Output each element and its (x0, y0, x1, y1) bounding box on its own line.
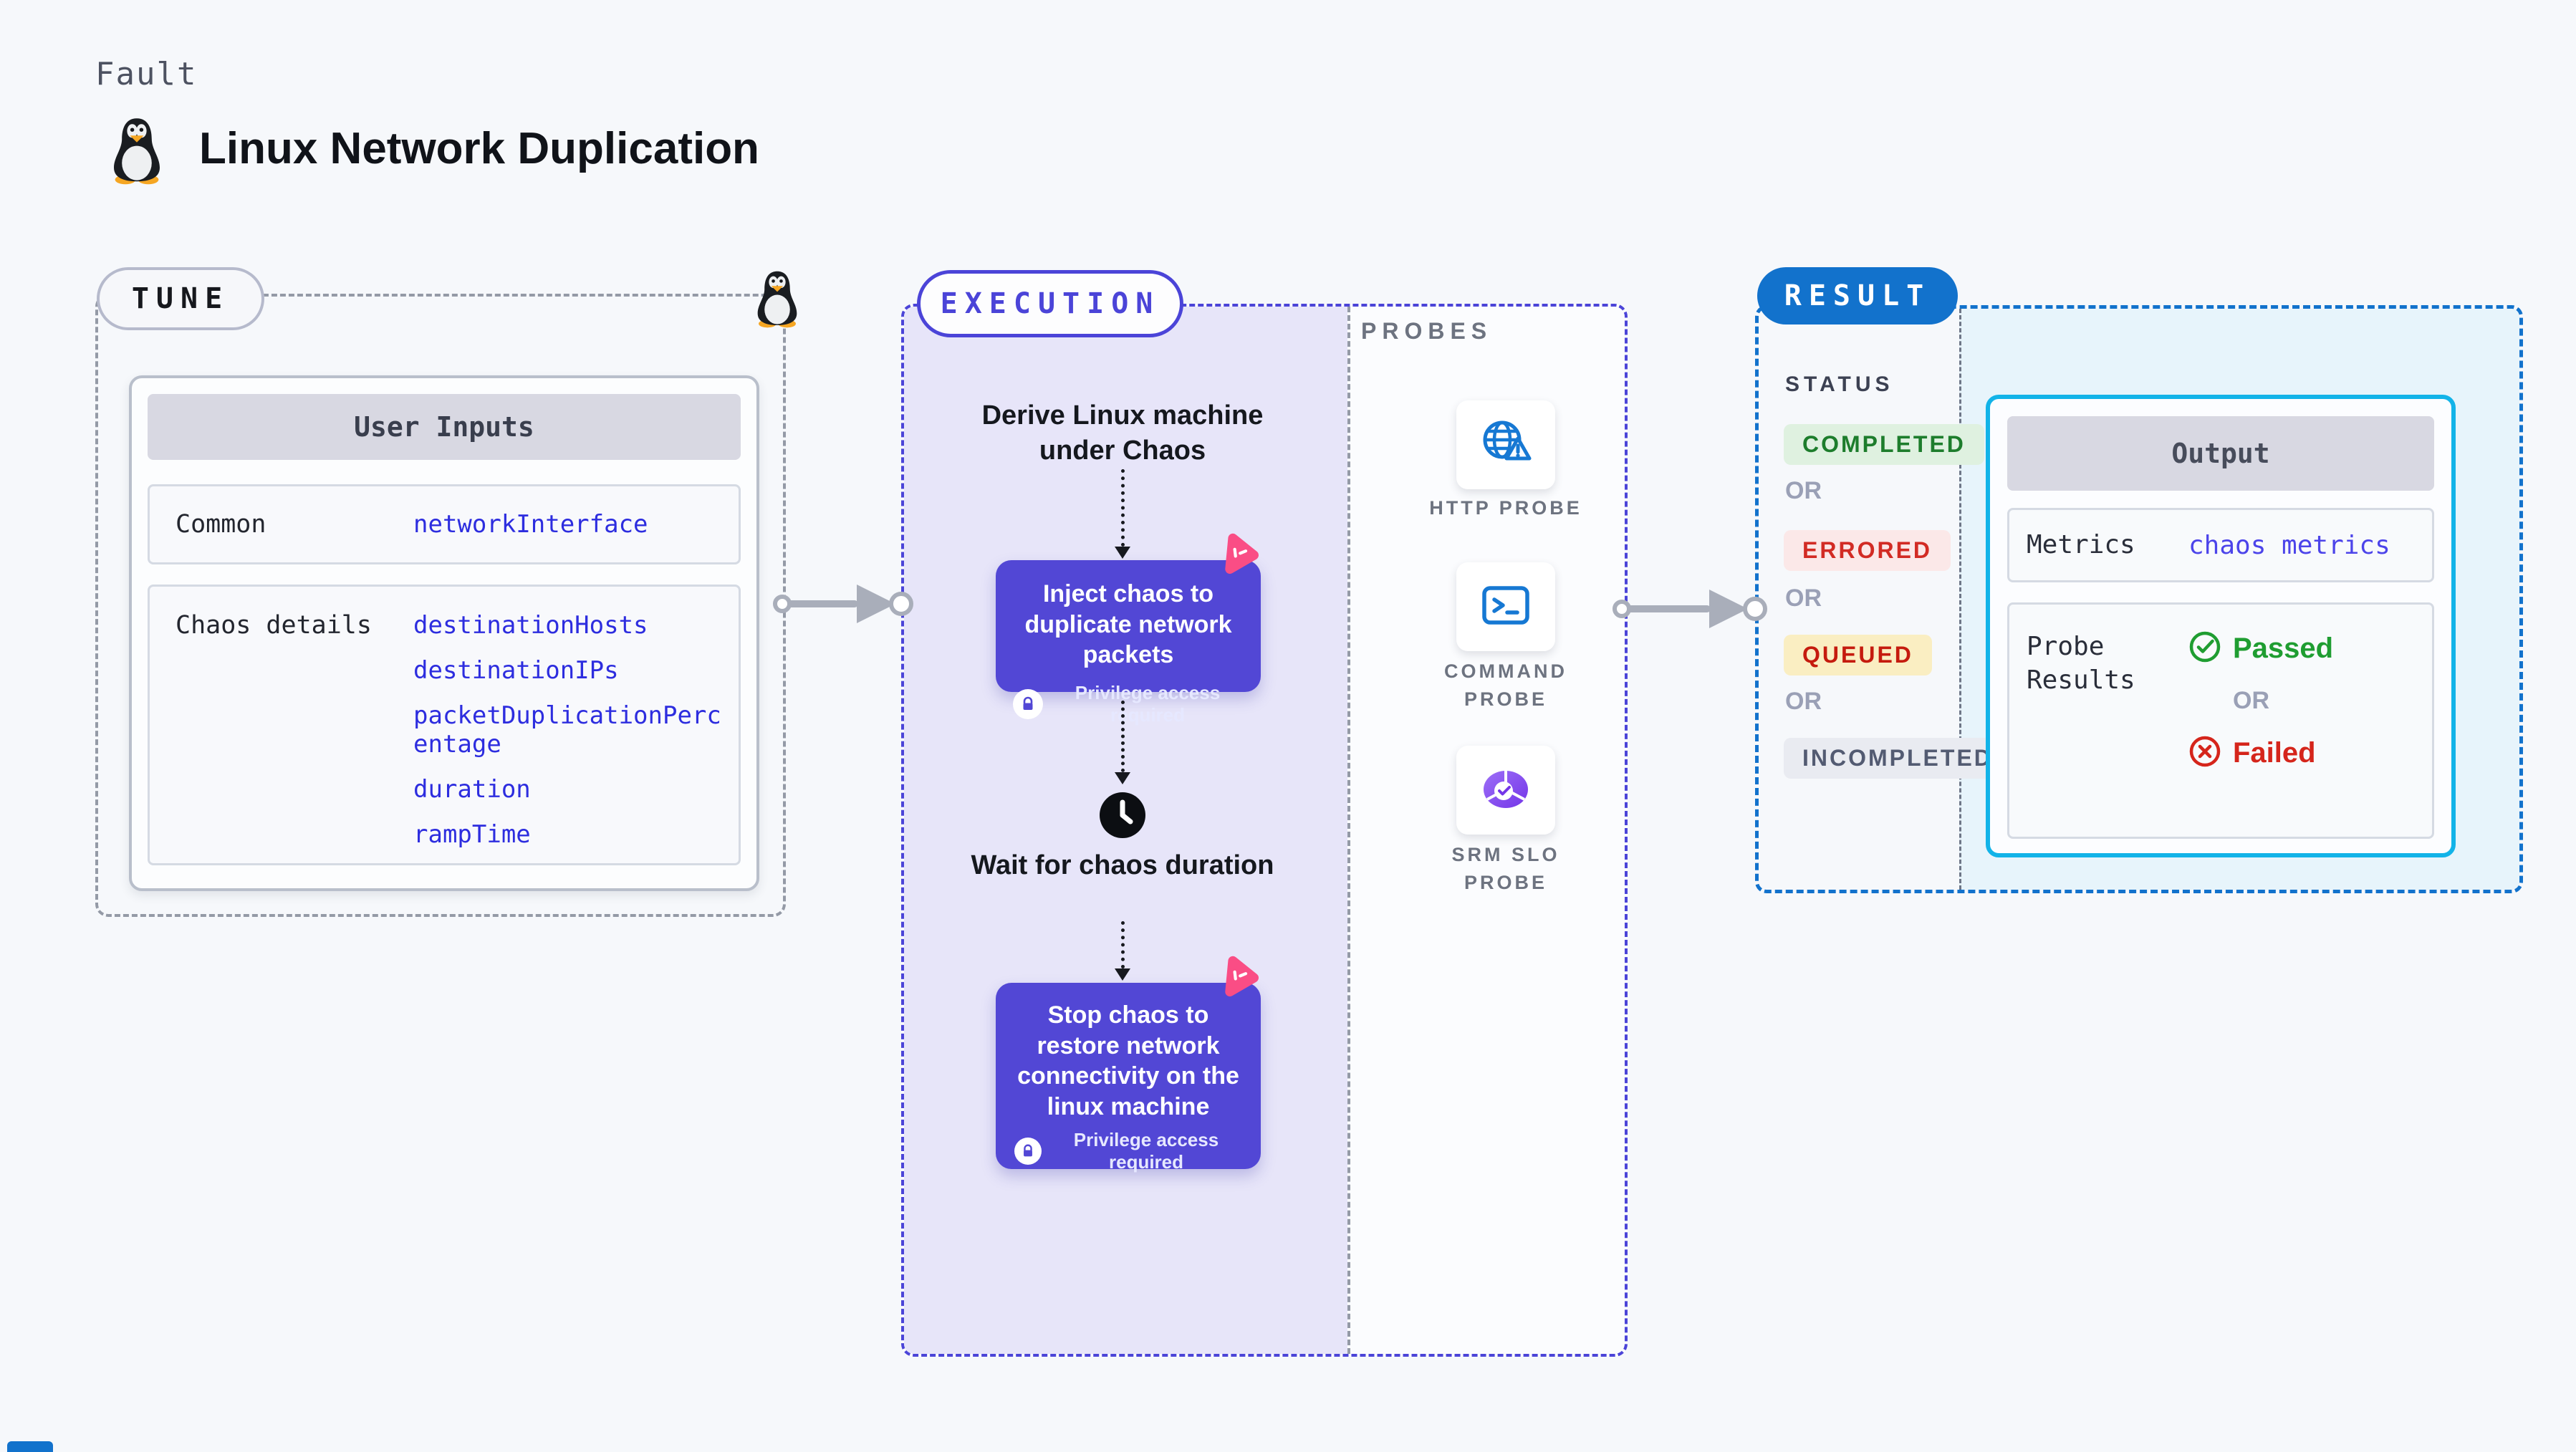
wait-step-title: Wait for chaos duration (971, 850, 1274, 880)
flow-connector-head (1115, 772, 1130, 784)
probes-divider (1347, 307, 1350, 1354)
probes-label: PROBES (1361, 318, 1493, 344)
flow-connector-head (1115, 968, 1130, 981)
stop-chaos-box[interactable]: Stop chaos to restore network connectivi… (996, 983, 1261, 1173)
chaos-fault-icon (1211, 950, 1264, 1006)
output-card: Output Metrics chaos metrics Probe Resul… (1986, 395, 2456, 857)
connector-node (773, 595, 792, 613)
probe-passed: Passed (2188, 630, 2432, 667)
result-pill: RESULT (1757, 267, 1958, 324)
srm-slo-probe-card[interactable] (1456, 746, 1555, 835)
flow-connector (1121, 701, 1125, 772)
bottom-edge-chip (7, 1441, 53, 1452)
or-text: OR (2233, 687, 2269, 714)
status-badge-queued: QUEUED (1784, 635, 1932, 675)
chaos-fault-icon (1211, 527, 1264, 583)
metrics-row: Metrics chaos metrics (2007, 508, 2434, 582)
clock-icon (1098, 791, 1147, 843)
privilege-label: Privilege access required (1075, 681, 1221, 726)
command-probe-card[interactable] (1456, 562, 1555, 651)
user-inputs-card: User Inputs Common networkInterface Chao… (129, 375, 759, 891)
failed-label: Failed (2233, 737, 2316, 769)
probe-results-row: Probe Results Passed OR (2007, 602, 2434, 839)
command-probe-label: COMMAND PROBE (1444, 660, 1567, 711)
input-value: duration (413, 775, 531, 804)
lock-icon (1013, 688, 1043, 719)
flow-arrowhead (1709, 590, 1748, 628)
status-label: STATUS (1785, 372, 1894, 396)
flow-connector (1121, 469, 1125, 547)
inject-chaos-box[interactable]: Inject chaos to duplicate network packet… (996, 560, 1261, 726)
globe-alert-icon (1478, 418, 1534, 472)
or-text: OR (1785, 585, 1822, 612)
metrics-label: Metrics (2027, 529, 2135, 559)
input-row-common: Common networkInterface (148, 484, 741, 564)
inject-chaos-label: Inject chaos to duplicate network packet… (1024, 580, 1232, 668)
slo-donut-icon (1480, 765, 1532, 816)
flow-connector (1121, 921, 1125, 968)
flow-connector-head (1115, 547, 1130, 559)
connector-node (889, 592, 913, 616)
linux-tux-icon (107, 116, 166, 188)
stop-chaos-label: Stop chaos to restore network connectivi… (1017, 1001, 1239, 1120)
probe-failed: Failed (2188, 735, 2432, 771)
status-badge-completed: COMPLETED (1784, 424, 1984, 465)
output-title: Output (2007, 416, 2434, 491)
passed-label: Passed (2233, 633, 2334, 664)
execution-pill: EXECUTION (917, 270, 1183, 337)
x-circle-icon (2188, 735, 2221, 771)
input-value: destinationHosts (413, 611, 648, 640)
lock-icon (1014, 1138, 1042, 1165)
input-value: rampTime (413, 819, 531, 849)
input-value: destinationIPs (413, 655, 619, 685)
input-row-label: Chaos details (176, 611, 372, 640)
tux-small-icon (752, 269, 802, 332)
fault-kicker: Fault (95, 56, 198, 92)
srm-slo-probe-label: SRM SLO PROBE (1451, 844, 1560, 894)
probe-results-label: Probe Results (2027, 632, 2135, 695)
check-circle-icon (2188, 630, 2221, 667)
connector-node (1613, 600, 1631, 618)
flow-arrow (782, 600, 858, 607)
input-value: packetDuplicationPercentage (413, 701, 721, 759)
or-text: OR (1785, 477, 1822, 504)
result-divider (1959, 309, 1961, 890)
input-row-label: Common (176, 510, 266, 539)
input-row-chaos-details: Chaos details destinationHosts destinati… (148, 585, 741, 865)
terminal-icon (1480, 582, 1532, 632)
status-badge-errored: ERRORED (1784, 530, 1951, 571)
http-probe-card[interactable] (1456, 400, 1555, 489)
status-badge-incompleted: INCOMPLETED (1784, 738, 2012, 779)
derive-step-title: Derive Linux machine under Chaos (981, 400, 1264, 466)
flow-arrow (1622, 605, 1711, 612)
privilege-label: Privilege access required (1073, 1129, 1219, 1173)
or-text: OR (1785, 688, 1822, 715)
metrics-value[interactable]: chaos metrics (2188, 530, 2390, 560)
page-title: Linux Network Duplication (199, 124, 759, 173)
http-probe-label: HTTP PROBE (1429, 497, 1582, 519)
tune-pill: TUNE (97, 267, 264, 330)
user-inputs-title: User Inputs (148, 394, 741, 460)
connector-node (1743, 597, 1767, 621)
input-value: networkInterface (413, 509, 648, 539)
